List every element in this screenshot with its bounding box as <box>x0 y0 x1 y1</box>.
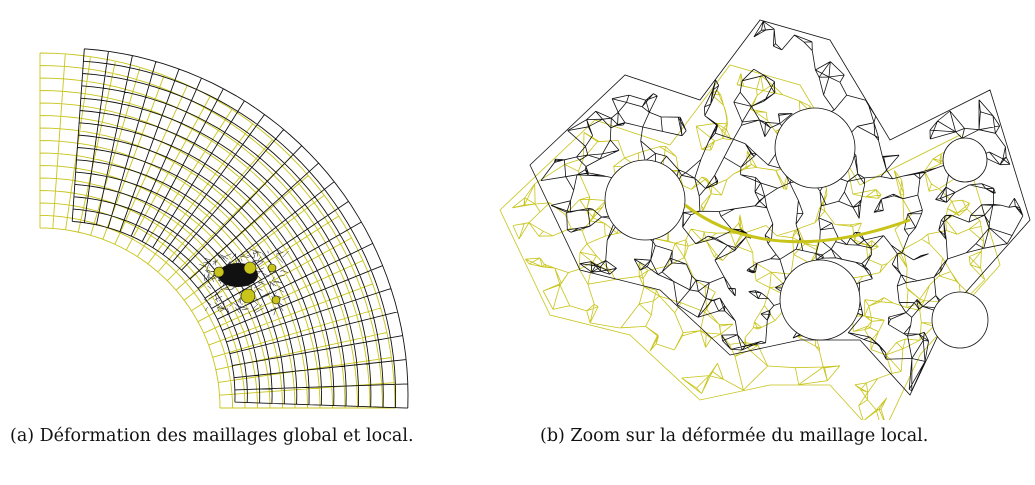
hole-circle <box>931 291 989 349</box>
hole-circle <box>942 137 988 183</box>
initial-local-mesh <box>499 64 1001 420</box>
crack-curve <box>684 203 911 244</box>
global-mesh-figure <box>0 0 450 420</box>
caption-a: (a) Déformation des maillages global et … <box>10 426 414 446</box>
hole-circle <box>774 107 856 189</box>
hole-circle <box>240 288 256 304</box>
initial-global-mesh <box>39 52 396 409</box>
caption-b: (b) Zoom sur la déformée du maillage loc… <box>540 426 929 446</box>
local-mesh-patch <box>199 247 291 317</box>
hole-circle <box>213 266 225 278</box>
deformed-global-mesh <box>71 48 409 409</box>
local-mesh-zoom-plot <box>499 19 1031 420</box>
global-mesh-plot <box>39 48 409 409</box>
hole-circle <box>271 295 281 305</box>
hole-circle <box>243 261 257 275</box>
hole-circle <box>779 259 861 341</box>
local-mesh-zoom-figure <box>470 0 1035 420</box>
hole-circle <box>267 263 277 273</box>
hole-circle <box>604 159 686 241</box>
